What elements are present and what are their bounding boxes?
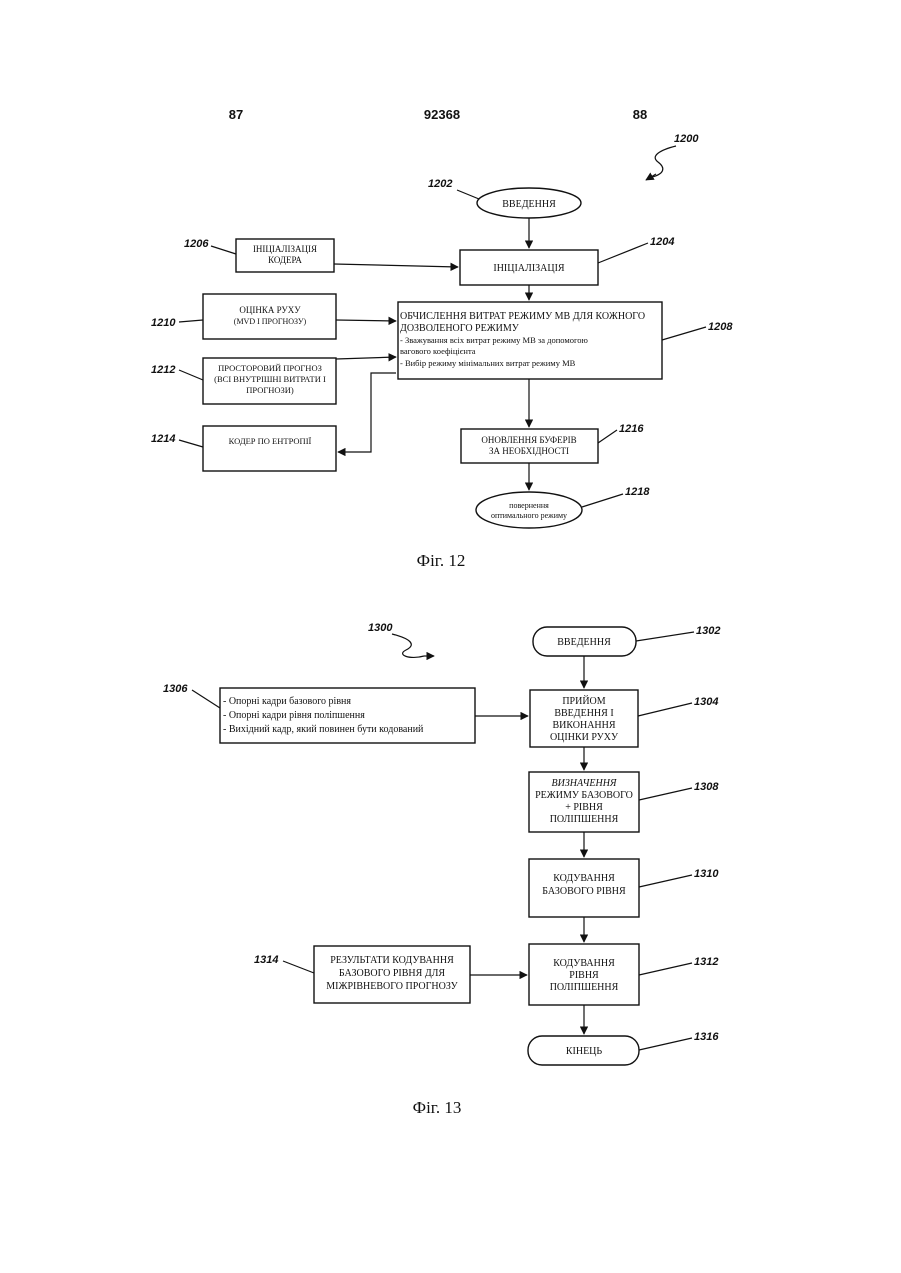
fig12-return-line2: оптимального режиму [491,511,567,520]
arrow-initcoder-to-init [334,264,458,267]
fig12-spatial-line3: ПРОГНОЗИ) [246,385,294,395]
arrow-motion-to-cost [336,320,396,321]
ref-1216-leader [598,430,617,443]
fig12-cost-title1: ОБЧИСЛЕННЯ ВИТРАТ РЕЖИМУ МВ ДЛЯ КОЖНОГО [400,311,645,322]
ref-1206: 1206 [184,238,209,250]
fig12-entropy-box [203,426,336,471]
fig12-motion-line2: (MVD І ПРОГНОЗУ) [234,317,307,326]
fig12-update-line1: ОНОВЛЕННЯ БУФЕРІВ [481,435,576,445]
ref-1208: 1208 [708,321,733,333]
fig13-start-label: ВВЕДЕННЯ [557,637,611,648]
ref-1204: 1204 [650,236,674,248]
ref-1308-leader [639,788,692,800]
fig13-mode-line3: + РІВНЯ [565,802,603,813]
ref-1202-leader [457,190,479,199]
fig12-cost-body2: вагового коефіцієнта [400,346,476,356]
fig13-mode-line4: ПОЛІПШЕННЯ [550,814,619,825]
fig13-frames-line3: - Вихідний кадр, який повинен бути кодов… [223,724,424,735]
ref-1212-leader [179,370,203,380]
ref-1200: 1200 [674,133,699,145]
fig13-results-line1: РЕЗУЛЬТАТИ КОДУВАННЯ [330,955,454,966]
ref-1214-leader [179,440,203,447]
ref-1314: 1314 [254,954,278,966]
ref-1306-leader [192,690,220,708]
ref-1208-leader [662,327,706,340]
ref-1312: 1312 [694,956,718,968]
fig12-return-line1: повернення [509,501,549,510]
fig13-enh-line2: РІВНЯ [569,970,599,981]
ref-1202: 1202 [428,178,452,190]
ref-1216: 1216 [619,423,644,435]
ref-1206-leader [211,246,236,254]
fig12-cost-title2: ДОЗВОЛЕНОГО РЕЖИМУ [400,323,520,334]
fig12-spatial-line1: ПРОСТОРОВИЙ ПРОГНОЗ [218,363,322,373]
fig13-mode-line2: РЕЖИМУ БАЗОВОГО [535,790,633,801]
figure-12: 1200 ВВЕДЕННЯ 1202 ІНІЦІАЛІЗАЦІЯ КОДЕРА … [151,133,733,570]
fig13-frames-line1: - Опорні кадри базового рівня [223,696,351,707]
fig12-return-ellipse [476,492,582,528]
fig13-results-line2: БАЗОВОГО РІВНЯ ДЛЯ [339,968,446,979]
ref-1200-arrow [646,174,656,180]
fig12-init-coder-line2: КОДЕРА [268,255,302,265]
ref-1210: 1210 [151,317,176,329]
fig12-start-label: ВВЕДЕННЯ [502,199,556,210]
fig13-results-line3: МІЖРІВНЕВОГО ПРОГНОЗУ [326,981,458,992]
fig12-entropy-label: КОДЕР ПО ЕНТРОПІЇ [229,436,312,446]
fig12-caption: Фіг. 12 [417,551,466,570]
ref-1210-leader [179,320,203,322]
fig12-cost-body1: - Зважування всіх витрат режиму МВ за до… [400,335,588,345]
ref-1310-leader [639,875,692,887]
fig13-receive-line4: ОЦІНКИ РУХУ [550,732,619,743]
ref-1200-squiggle [652,146,676,177]
ref-1204-leader [598,243,648,263]
fig13-receive-line2: ВВЕДЕННЯ І [554,708,613,719]
fig12-update-line2: ЗА НЕОБХІДНОСТІ [489,446,569,456]
ref-1308: 1308 [694,781,719,793]
ref-1302-leader [636,632,694,641]
fig13-receive-line3: ВИКОНАННЯ [552,720,615,731]
fig13-enh-line1: КОДУВАННЯ [553,958,615,969]
page-number-right: 88 [633,107,647,122]
ref-1218: 1218 [625,486,650,498]
fig13-end-label: КІНЕЦЬ [566,1046,603,1057]
fig12-init-label: ІНІЦІАЛІЗАЦІЯ [493,263,565,274]
fig13-caption: Фіг. 13 [413,1098,462,1117]
ref-1212: 1212 [151,364,175,376]
ref-1312-leader [639,963,692,975]
ref-1316: 1316 [694,1031,719,1043]
fig13-mode-line1: ВИЗНАЧЕННЯ [552,778,618,789]
fig13-base-line1: КОДУВАННЯ [553,873,615,884]
ref-1316-leader [639,1038,692,1050]
fig13-frames-line2: - Опорні кадри рівня поліпшення [223,710,365,721]
ref-1214: 1214 [151,433,175,445]
page-number-left: 87 [229,107,243,122]
fig12-spatial-line2: (ВСІ ВНУТРІШНІ ВИТРАТИ І [214,374,326,384]
ref-1310: 1310 [694,868,719,880]
fig12-motion-line1: ОЦІНКА РУХУ [239,305,301,315]
ref-1304: 1304 [694,696,718,708]
ref-1302: 1302 [696,625,720,637]
ref-1314-leader [283,961,314,973]
ref-1300-squiggle [392,634,424,657]
arrow-cost-to-entropy [338,373,396,452]
patent-number: 92368 [424,107,460,122]
fig13-receive-line1: ПРИЙОМ [562,695,605,707]
fig13-enh-line3: ПОЛІПШЕННЯ [550,982,619,993]
fig13-base-line2: БАЗОВОГО РІВНЯ [542,886,626,897]
figure-13: 1300 ВВЕДЕННЯ 1302 - Опорні кадри базово… [163,622,720,1117]
ref-1218-leader [582,494,623,507]
fig12-init-coder-line1: ІНІЦІАЛІЗАЦІЯ [253,244,317,254]
ref-1304-leader [638,703,692,716]
ref-1300: 1300 [368,622,393,634]
fig12-cost-body3: - Вибір режиму мінімальних витрат режиму… [400,358,576,368]
arrow-spatial-to-cost [336,357,396,359]
ref-1306: 1306 [163,683,188,695]
